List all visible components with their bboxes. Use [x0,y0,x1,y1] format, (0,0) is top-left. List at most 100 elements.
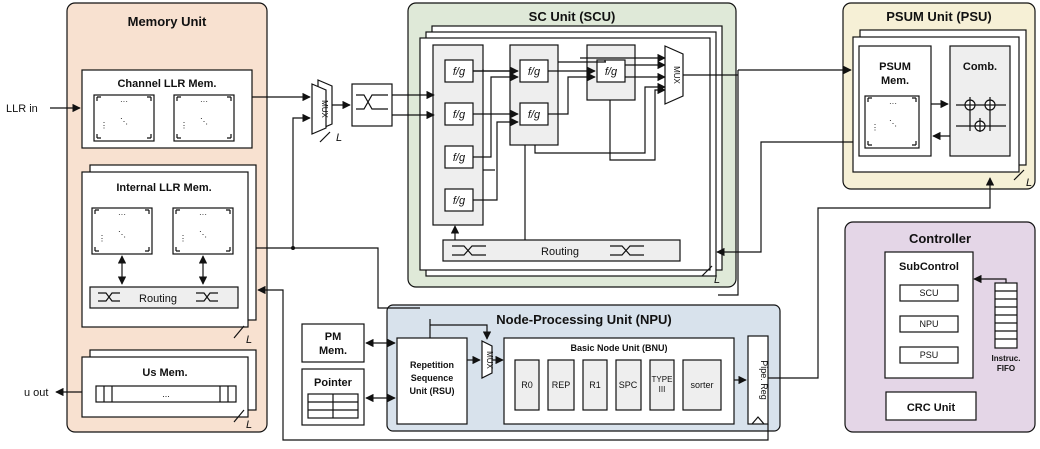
memory-array-icon: ··· ⋮ ⋱ [91,207,153,255]
scu-routing: Routing [442,239,681,262]
memory-routing-label: Routing [139,293,177,305]
svg-text:TYPE: TYPE [652,375,673,384]
bnu-sorter: sorter [682,359,722,411]
svg-text:⋱: ⋱ [200,117,208,126]
channel-llr-mem-label: Channel LLR Mem. [117,78,216,90]
psum-mem-label-2: Mem. [881,75,909,87]
fg-block: f/g [444,102,474,126]
svg-text:L: L [1026,177,1032,189]
channel-llr-mem: Channel LLR Mem. ··· ⋮ ⋱ ··· ⋮ ⋱ [81,69,253,149]
pipe-reg: Pipe. Reg [747,335,769,425]
bnu: Basic Node Unit (BNU) R0 REP R1 SPC TYPE… [503,337,735,425]
input-mux: MUX L [311,79,342,144]
svg-text:Pointer: Pointer [314,377,353,389]
memory-array-icon: ··· ⋮ ⋱ [172,207,234,255]
node-processing-unit: Node-Processing Unit (NPU) Repetition Se… [386,304,781,432]
controller-title: Controller [909,231,971,246]
memory-unit: Memory Unit Channel LLR Mem. ··· ⋮ ⋱ ···… [66,2,268,433]
svg-text:Repetition: Repetition [410,360,454,370]
svg-text:f/g: f/g [453,152,466,164]
svg-text:⋱: ⋱ [889,119,897,128]
us-mem-label: Us Mem. [142,367,187,379]
fg-block: f/g [519,59,549,83]
svg-text:NPU: NPU [919,319,938,329]
subcontrol-label: SubControl [899,261,959,273]
instruction-fifo: Instruc. FIFO [973,274,1021,373]
scu-mux-label: MUX [672,66,681,84]
fg-block: f/g [444,59,474,83]
svg-text:L: L [336,132,342,144]
svg-text:sorter: sorter [690,380,713,390]
svg-text:SCU: SCU [919,288,938,298]
svg-text:Basic Node Unit (BNU): Basic Node Unit (BNU) [570,343,667,353]
svg-text:Pipe. Reg: Pipe. Reg [759,360,769,400]
svg-text:CRC Unit: CRC Unit [907,402,956,414]
svg-text:⋱: ⋱ [118,230,126,239]
svg-text:L: L [714,274,720,286]
scu-routing-label: Routing [541,246,579,258]
comb-label: Comb. [963,61,997,73]
psum-mem-label-1: PSUM [879,61,911,73]
sc-unit-title: SC Unit (SCU) [529,9,616,24]
svg-text:⋱: ⋱ [199,230,207,239]
us-mem: Us Mem. ... L [81,349,257,431]
svg-text:III: III [659,385,666,394]
svg-text:MUX: MUX [485,351,494,369]
input-mux-label: MUX [320,100,329,118]
sc-unit: SC Unit (SCU) f/g f/g f/g f/g f/g f/g f/… [407,2,737,288]
svg-text:⋮: ⋮ [871,123,879,132]
controller: Controller SubControl SCU NPU PSU Instru… [844,221,1036,433]
memory-unit-title: Memory Unit [128,14,207,29]
fg-block: f/g [444,145,474,169]
svg-text:⋱: ⋱ [120,117,128,126]
svg-text:FIFO: FIFO [997,364,1015,373]
svg-text:···: ··· [120,97,128,106]
svg-text:⋮: ⋮ [98,234,106,243]
memory-array-icon: ··· ⋮ ⋱ [93,94,155,142]
svg-text:···: ··· [200,97,208,106]
svg-text:···: ··· [199,210,207,219]
rsu: Repetition Sequence Unit (RSU) [396,337,468,425]
fg-block: f/g [596,59,626,83]
svg-text:...: ... [162,389,170,399]
fg-block: f/g [519,102,549,126]
bnu-r0: R0 [514,359,540,411]
svg-text:⋮: ⋮ [100,121,108,130]
internal-llr-mem: Internal LLR Mem. ··· ⋮ ⋱ ··· ⋮ ⋱ [81,164,257,346]
svg-text:···: ··· [889,99,897,108]
svg-text:R0: R0 [521,380,533,390]
pm-mem: PM Mem. [301,323,365,363]
svg-text:f/g: f/g [453,109,466,121]
psum-unit: PSUM Unit (PSU) PSUM Mem. ··· ⋮ ⋱ Comb. … [842,2,1036,190]
svg-text:REP: REP [552,380,571,390]
memory-routing: Routing [89,286,239,309]
memory-array-icon: ··· ⋮ ⋱ [864,95,920,149]
svg-text:f/g: f/g [453,195,466,207]
svg-text:···: ··· [118,210,126,219]
npu-title: Node-Processing Unit (NPU) [496,312,672,327]
svg-text:f/g: f/g [605,66,618,78]
svg-text:Unit (RSU): Unit (RSU) [410,386,455,396]
subcontrol-scu: SCU [899,284,959,302]
svg-text:PM: PM [325,331,342,343]
svg-text:f/g: f/g [528,66,541,78]
svg-text:⋮: ⋮ [179,234,187,243]
svg-text:L: L [246,419,252,431]
svg-text:SPC: SPC [619,380,638,390]
npu-mux: MUX [481,340,494,379]
llr-in-label: LLR in [6,103,38,115]
crossbar [351,83,393,127]
crc-unit: CRC Unit [885,391,977,421]
svg-text:Sequence: Sequence [411,373,454,383]
svg-text:f/g: f/g [453,66,466,78]
subcontrol-npu: NPU [899,315,959,333]
svg-text:L: L [246,334,252,346]
svg-text:⋮: ⋮ [180,121,188,130]
xor-network-icon [956,97,1006,132]
svg-text:R1: R1 [589,380,601,390]
svg-text:Instruc.: Instruc. [992,354,1021,363]
svg-text:PSU: PSU [920,350,939,360]
fg-block: f/g [444,188,474,212]
svg-text:f/g: f/g [528,109,541,121]
